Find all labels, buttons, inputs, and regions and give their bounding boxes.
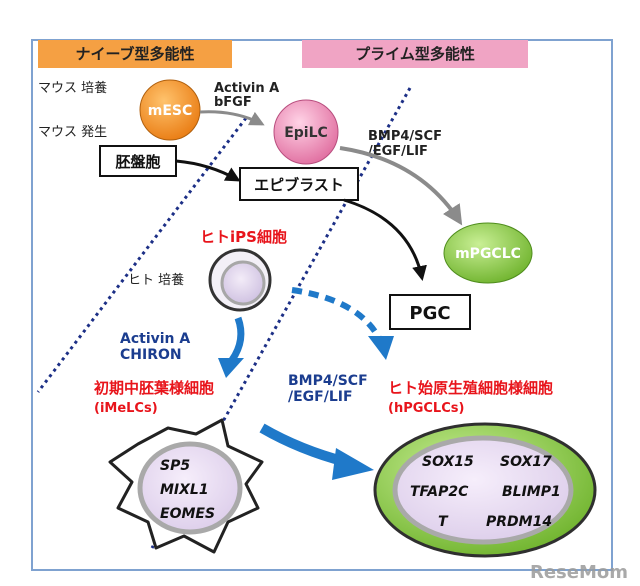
- primed-header-bg: [302, 40, 528, 68]
- imelc-gene-2: MIXL1: [160, 482, 209, 498]
- human-ips-label: ヒトiPS細胞: [200, 228, 287, 246]
- mesc-label: mESC: [148, 103, 193, 119]
- bmp-mid-label-2: /EGF/LIF: [288, 389, 353, 405]
- hpgclc-nucleus: [392, 435, 574, 545]
- arrow-imelc-to-hpgclc-head: [332, 448, 374, 480]
- mpgclc-cell: [443, 222, 533, 284]
- activin-bfgf-label-1: Activin A: [214, 81, 279, 96]
- ips-nucleus: [220, 260, 266, 306]
- naive-header-bg: [38, 40, 232, 68]
- imelc-nucleus: [137, 441, 243, 535]
- hpgclc-gene-5: T: [438, 514, 449, 530]
- epilc-cell: [273, 99, 339, 165]
- imelc-ja-label: 初期中胚葉様細胞: [94, 379, 214, 397]
- bmp-mid-label-1: BMP4/SCF: [288, 373, 368, 389]
- primed-header: プライム型多能性: [355, 45, 475, 63]
- pgc-box: [389, 294, 471, 330]
- watermark-logo: ReseMom: [530, 562, 628, 583]
- hpgclc-gene-1: SOX15: [422, 454, 474, 470]
- hpgclc-ja-label: ヒト始原生殖細胞様細胞: [388, 379, 553, 397]
- activin-chiron-label-1: Activin A: [120, 331, 190, 347]
- arrow-ips-to-hpgclc-head: [368, 336, 394, 360]
- arrow-epiblast-to-pgc: [343, 198, 427, 281]
- mouse-development-label: マウス 発生: [38, 125, 107, 140]
- divider-naive-primed: [36, 117, 248, 393]
- hpgclc-gene-3: TFAP2C: [410, 484, 469, 500]
- mpgclc-label: mPGCLC: [455, 246, 521, 262]
- arrow-ips-to-hpgclc: [291, 287, 383, 342]
- hpgclc-en-label: (hPGCLCs): [388, 401, 464, 416]
- imelc-gene-1: SP5: [160, 458, 190, 474]
- hpgclc-gene-2: SOX17: [500, 454, 552, 470]
- arrow-ips-to-imelc: [229, 316, 245, 363]
- hpgclc-gene-4: BLIMP1: [502, 484, 561, 500]
- imelc-gene-3: EOMES: [160, 506, 215, 522]
- naive-header: ナイーブ型多能性: [75, 45, 194, 63]
- imelc-en-label: (iMeLCs): [94, 401, 158, 416]
- pgc-label: PGC: [409, 303, 450, 324]
- activin-chiron-label-2: CHIRON: [120, 347, 182, 363]
- arrow-blastocyst-to-epiblast: [175, 159, 241, 182]
- epiblast-box: [239, 167, 359, 201]
- mouse-culture-label: マウス 培養: [38, 80, 107, 96]
- bmp-top-label-1: BMP4/SCF: [368, 129, 442, 144]
- bmp-top-label-2: /EGF/LIF: [368, 144, 428, 159]
- activin-bfgf-label-2: bFGF: [214, 95, 252, 110]
- mesc-cell: [139, 79, 201, 141]
- arrow-epilc-to-mpgclc: [339, 146, 463, 226]
- epilc-label: EpiLC: [284, 125, 328, 141]
- arrow-imelc-to-hpgclc: [259, 423, 348, 467]
- arrow-mesc-to-epilc: [199, 110, 265, 126]
- human-culture-label: ヒト 培養: [128, 272, 184, 288]
- arrow-ips-to-imelc-head: [218, 358, 244, 378]
- blastocyst-label: 胚盤胞: [115, 153, 160, 171]
- hpgclc-gene-6: PRDM14: [486, 514, 552, 530]
- epiblast-label: エピブラスト: [254, 176, 344, 194]
